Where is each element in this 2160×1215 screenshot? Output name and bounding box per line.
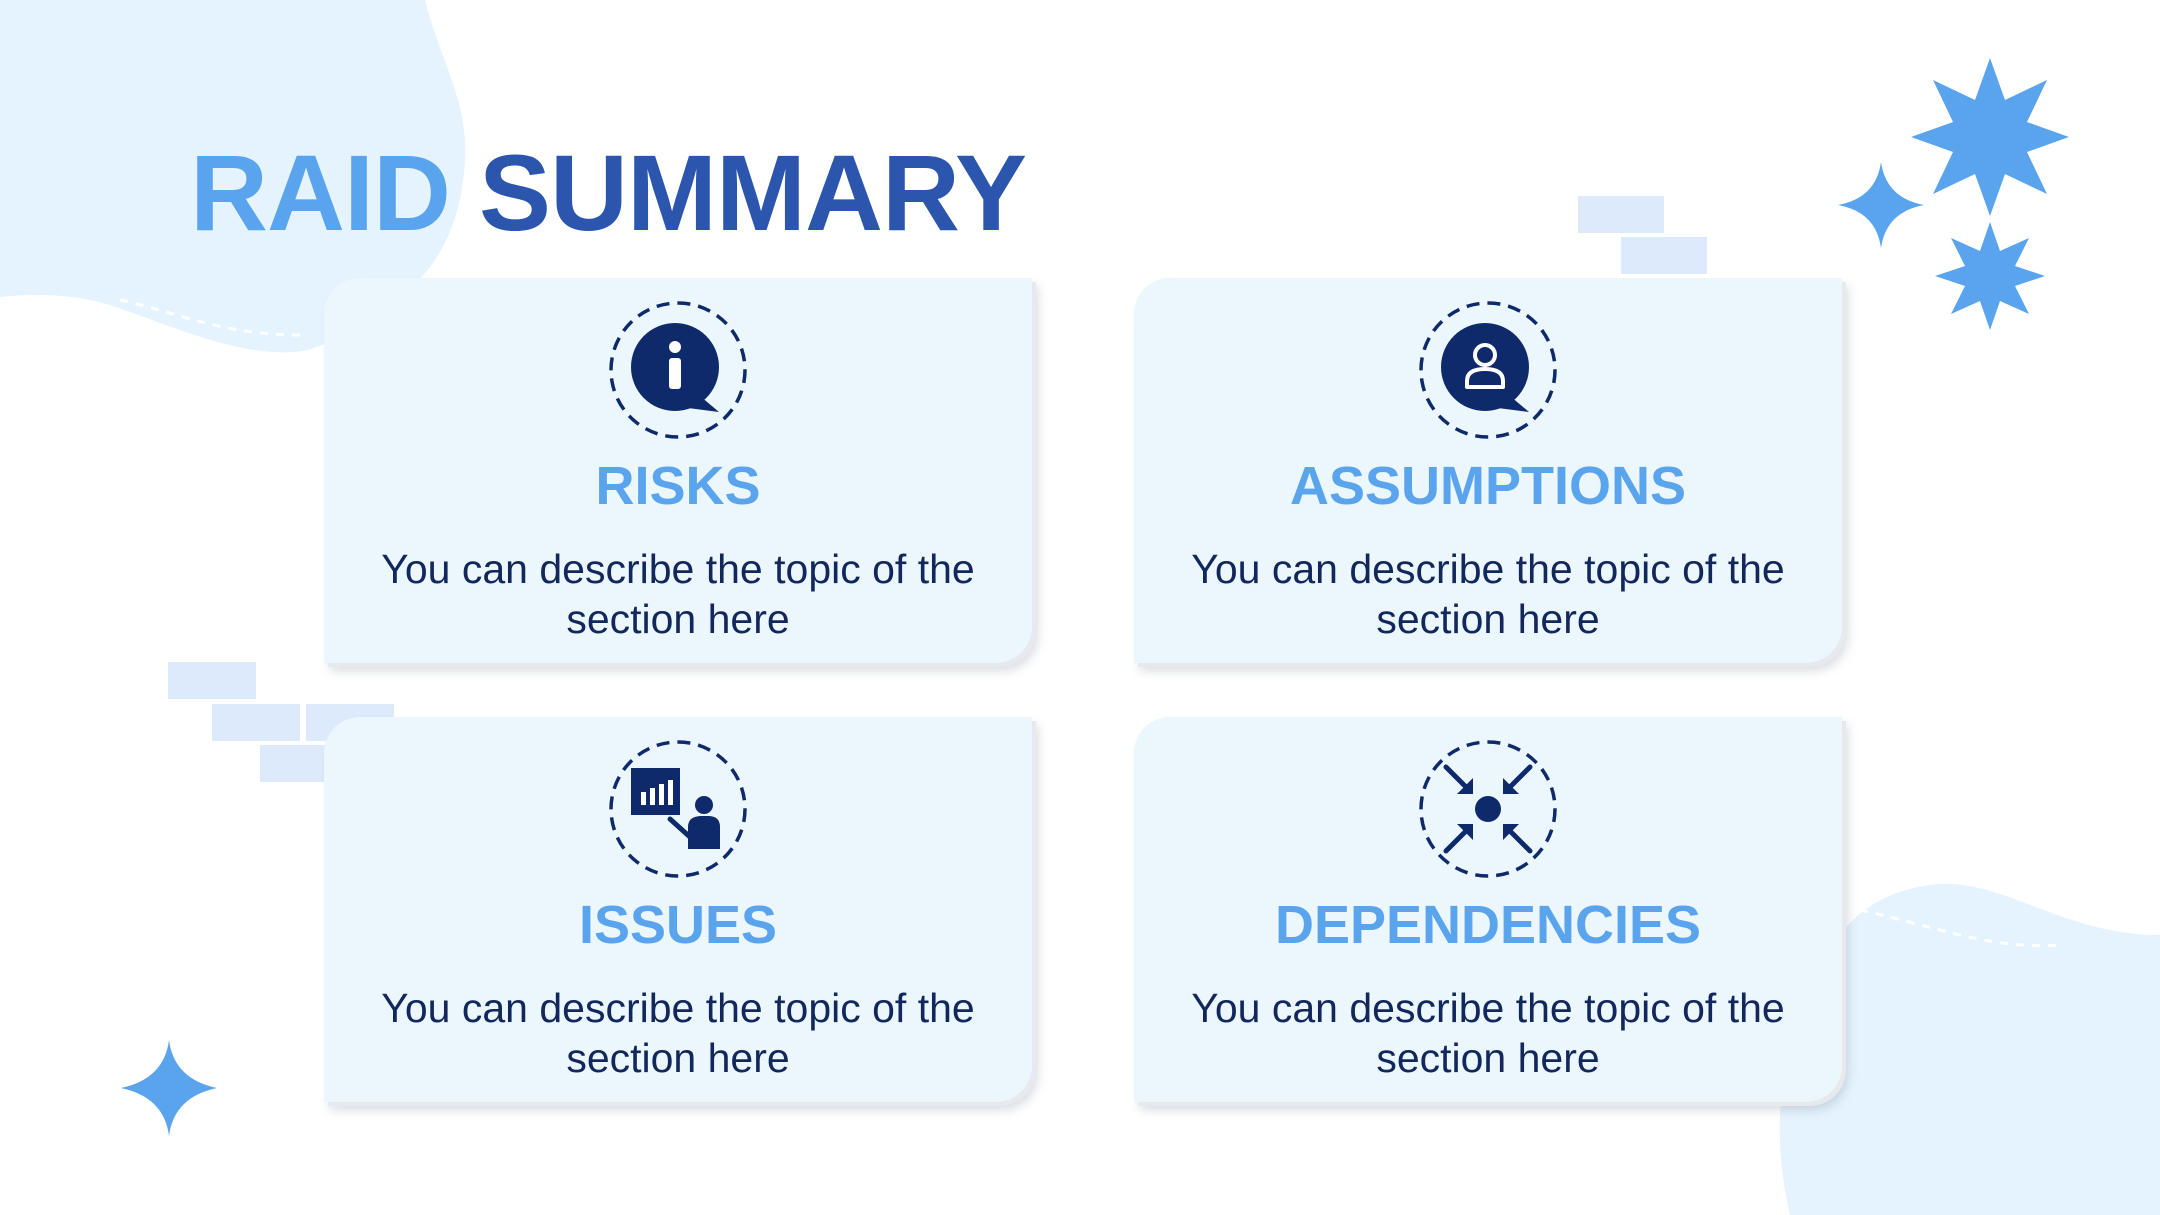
card-description-issues: You can describe the topic of the sectio… [381, 985, 975, 1081]
card-title-assumptions: ASSUMPTIONS [1289, 456, 1687, 516]
page-title: RAID SUMMARY [190, 138, 1027, 248]
title-word-raid: RAID [190, 132, 451, 253]
card-assumptions: ASSUMPTIONS You can describe the topic o… [1134, 278, 1842, 663]
top-left-dashed-line [119, 298, 301, 337]
bottom-right-dashed-line [1859, 908, 2061, 948]
burst-star-icon [1935, 222, 2045, 330]
card-description-assumptions: You can describe the topic of the sectio… [1191, 546, 1785, 642]
presentation-chart-icon [609, 740, 747, 878]
card-title-issues: ISSUES [578, 895, 778, 955]
card-issues: ISSUES You can describe the topic of the… [324, 717, 1032, 1102]
info-speech-bubble-icon [609, 301, 747, 439]
card-description-risks: You can describe the topic of the sectio… [381, 546, 975, 642]
card-title-dependencies: DEPENDENCIES [1274, 895, 1702, 955]
card-title-risks: RISKS [595, 456, 761, 516]
burst-star-icon [1911, 58, 2069, 216]
card-dependencies: DEPENDENCIES You can describe the topic … [1134, 717, 1842, 1102]
bottom-right-blob [1779, 883, 2160, 1215]
person-speech-bubble-icon [1419, 301, 1557, 439]
sparkle-star-icon [121, 1040, 217, 1136]
top-left-blob [0, 0, 466, 353]
card-description-dependencies: You can describe the topic of the sectio… [1191, 985, 1785, 1081]
title-word-summary: SUMMARY [479, 132, 1027, 253]
card-risks: RISKS You can describe the topic of the … [324, 278, 1032, 663]
sparkle-star-icon [1838, 162, 1924, 248]
converging-arrows-icon [1419, 740, 1557, 878]
top-right-rectangles [1578, 196, 1707, 274]
